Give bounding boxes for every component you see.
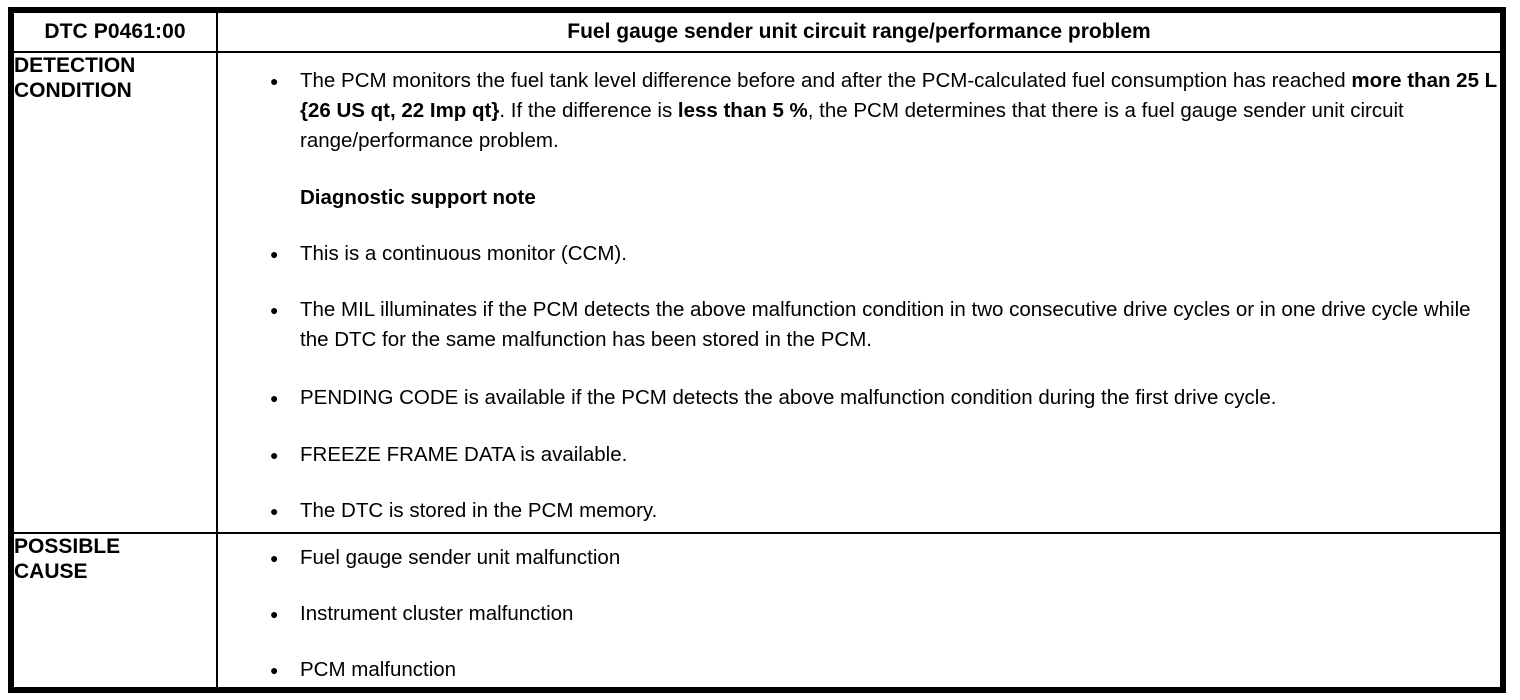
monitor-desc-part2: . If the difference is — [499, 99, 678, 122]
bullet-fuel-gauge-sender-unit-malfunction: Fuel gauge sender unit malfunction — [218, 543, 1500, 573]
bullet-pcm-malfunction: PCM malfunction — [218, 655, 1500, 685]
bullet-continuous-monitor: This is a continuous monitor (CCM). — [218, 239, 1500, 269]
monitor-desc-bold2: less than 5 % — [677, 99, 808, 122]
dtc-table: DTC P0461:00 Fuel gauge sender unit circ… — [8, 7, 1506, 693]
detection-condition-label: DETECTION CONDITION — [12, 50, 218, 535]
detection-condition-content: The PCM monitors the fuel tank level dif… — [216, 50, 1502, 535]
possible-cause-row: POSSIBLE CAUSE Fuel gauge sender unit ma… — [12, 532, 1502, 689]
dtc-code-cell: DTC P0461:00 — [12, 11, 218, 53]
monitor-desc-part3: , the PCM determines that there is a fue… — [300, 99, 1404, 152]
dtc-title-cell: Fuel gauge sender unit circuit range/per… — [216, 11, 1502, 53]
bullet-instrument-cluster-malfunction: Instrument cluster malfunction — [218, 599, 1500, 629]
detection-bullet-list: The PCM monitors the fuel tank level dif… — [218, 66, 1500, 526]
possible-cause-bullet-list: Fuel gauge sender unit malfunction Instr… — [218, 543, 1500, 685]
possible-cause-content: Fuel gauge sender unit malfunction Instr… — [216, 532, 1502, 689]
detection-condition-row: DETECTION CONDITION The PCM monitors the… — [12, 50, 1502, 535]
diagnostic-support-note-heading: Diagnostic support note — [300, 186, 536, 209]
bullet-monitor-description: The PCM monitors the fuel tank level dif… — [218, 66, 1500, 156]
bullet-pending-code: PENDING CODE is available if the PCM det… — [218, 383, 1500, 413]
table-header-row: DTC P0461:00 Fuel gauge sender unit circ… — [12, 11, 1502, 53]
monitor-desc-bold1: more than 25 L {26 US qt, 22 Imp qt} — [300, 69, 1497, 122]
monitor-desc-part1: The PCM monitors the fuel tank level dif… — [300, 69, 1352, 92]
bullet-freeze-frame-data: FREEZE FRAME DATA is available. — [218, 440, 1500, 470]
bullet-dtc-stored: The DTC is stored in the PCM memory. — [218, 496, 1500, 526]
bullet-mil-illumination: The MIL illuminates if the PCM detects t… — [218, 295, 1500, 355]
possible-cause-label: POSSIBLE CAUSE — [12, 532, 218, 689]
